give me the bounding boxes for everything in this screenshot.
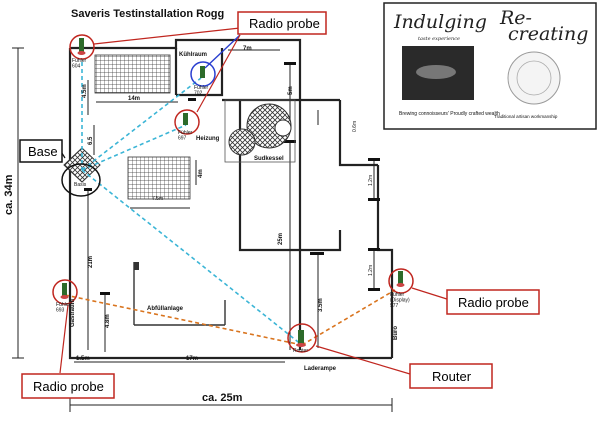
tank-cap-icon — [274, 119, 292, 137]
brand-caption-1: Brewing connoisseurs' Proudly crafted we… — [399, 111, 500, 117]
base-ring — [61, 163, 101, 197]
svg-text:Base: Base — [28, 144, 58, 159]
probe-702-ring — [190, 61, 216, 87]
radio-links — [64, 62, 396, 346]
dim-6-5: 6.5 — [88, 136, 94, 145]
dim-3-5m: 3.5m — [318, 298, 324, 312]
brew-kettle-small-icon — [228, 128, 256, 156]
probe-977-label: Fühler(Display)977 — [390, 292, 410, 309]
dim-0-6m: 0.6m — [352, 121, 358, 132]
brand-word-re: Re- — [499, 7, 532, 29]
room-laderampe: Laderampe — [304, 366, 337, 372]
callout-router: Router — [409, 363, 493, 389]
dim-7m: 7m — [243, 46, 252, 52]
base-station-mark — [63, 147, 101, 183]
dim-5m: 5m — [288, 86, 294, 95]
dimension-lines — [12, 47, 393, 412]
callout-radio-probe-bottom-left: Radio probe — [21, 373, 115, 399]
callout-base: Base — [19, 139, 63, 163]
room-sudkessel: Sudkessel — [254, 156, 284, 162]
brand-panel: Indulging taste experience Re- creating … — [383, 2, 597, 130]
base-station-label: Basis — [74, 182, 87, 188]
dim-1m-a: 1.2m — [368, 175, 374, 186]
plan-title: Saveris Testinstallation Rogg — [71, 8, 224, 20]
probe-702-icon — [200, 66, 205, 78]
dim-1m-b: 1.2m — [368, 265, 374, 276]
storage-grid-middle — [127, 156, 191, 200]
callout-leaders — [59, 27, 451, 375]
room-kuhlraum: Kühlraum — [179, 52, 207, 58]
dim-4-8m: 4.8m — [105, 314, 111, 328]
brand-seal-icon — [507, 51, 561, 105]
room-abfullanlage: Abfüllanlage — [147, 306, 184, 312]
room-heizung: Heizung — [196, 136, 220, 142]
svg-text:Radio probe: Radio probe — [249, 16, 320, 31]
blue-callout-leader — [204, 34, 241, 69]
brewhouse-outline — [224, 99, 296, 163]
router-label: Router — [293, 348, 308, 354]
dim-4m: 4m — [198, 169, 204, 178]
callout-radio-probe-right: Radio probe — [446, 289, 540, 315]
bottling-machine-box — [134, 262, 139, 270]
probe-693-icon — [60, 283, 69, 299]
brand-sub: taste experience — [418, 36, 460, 42]
router-icon — [296, 330, 306, 347]
svg-text:Radio probe: Radio probe — [33, 379, 104, 394]
brand-word-indulging: Indulging — [393, 11, 487, 33]
dim-ca-25m: ca. 25m — [202, 392, 243, 404]
room-buro: Büro — [393, 326, 399, 340]
dim-25m-mid: 25m — [278, 233, 284, 245]
svg-text:Router: Router — [432, 369, 472, 384]
brand-word-creating: creating — [508, 23, 588, 45]
room-gastraum: Gastraum — [70, 299, 76, 327]
storage-grid-top — [94, 54, 171, 94]
dim-17m: 17m — [186, 356, 198, 362]
brand-photo-bowl — [416, 65, 456, 79]
dim-7-5m: 7.5m — [152, 196, 163, 202]
dim-14m: 14m — [128, 96, 140, 102]
probe-977-icon — [396, 271, 405, 287]
dim-21m: 21m — [88, 256, 94, 268]
bottling-line — [133, 262, 226, 326]
highlight-circles — [52, 34, 414, 353]
dim-4-5m: 4.5m — [82, 84, 88, 98]
probe-697-icon — [183, 113, 188, 125]
dim-1-5m: 1.5m — [76, 356, 90, 362]
svg-text:Radio probe: Radio probe — [458, 295, 529, 310]
brand-caption-2: Traditional artisan workmanship — [494, 114, 558, 119]
dimension-ticks — [84, 62, 380, 295]
callout-radio-probe-top: Radio probe — [237, 11, 327, 35]
probe-604-icon — [77, 38, 86, 55]
dim-ca-34m: ca. 34m — [3, 174, 15, 215]
